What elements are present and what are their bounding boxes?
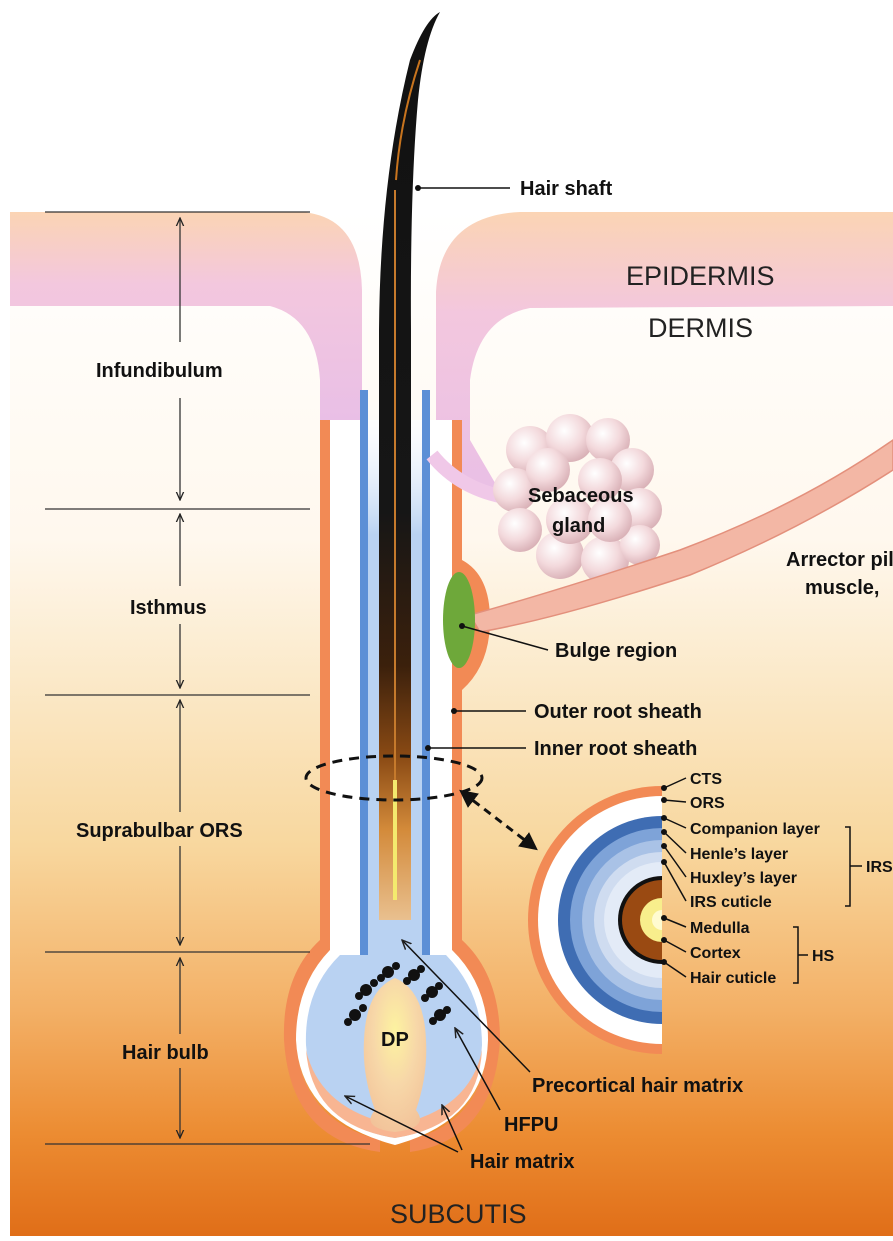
label-dermis: DERMIS (648, 313, 753, 343)
label-irs: Inner root sheath (534, 738, 697, 760)
label-precortical: Precortical hair matrix (532, 1075, 743, 1097)
label-bulge: Bulge region (555, 640, 677, 662)
label-epidermis: EPIDERMIS (626, 261, 775, 291)
label-subcutis: SUBCUTIS (390, 1199, 527, 1229)
label-cs-medulla: Medulla (690, 920, 750, 937)
label-cs-group-irs: IRS (866, 859, 893, 876)
label-sebaceous-2: gland (552, 515, 605, 537)
label-cs-henle: Henle’s layer (690, 846, 788, 863)
label-cs-companion: Companion layer (690, 821, 820, 838)
label-hair-bulb: Hair bulb (122, 1042, 209, 1064)
label-sebaceous-1: Sebaceous (528, 485, 634, 507)
label-dp: DP (381, 1029, 409, 1051)
label-hfpu: HFPU (504, 1114, 558, 1136)
label-ors: Outer root sheath (534, 701, 702, 723)
label-cs-group-hs: HS (812, 948, 835, 965)
label-arrector-1: Arrector pili (786, 549, 893, 571)
label-hair-shaft: Hair shaft (520, 178, 613, 200)
label-infundibulum: Infundibulum (96, 360, 223, 382)
label-suprabulbar: Suprabulbar ORS (76, 820, 243, 842)
label-cs-cortex: Cortex (690, 945, 741, 962)
label-hair-matrix: Hair matrix (470, 1151, 575, 1173)
label-cs-cts: CTS (690, 771, 722, 788)
label-cs-hair-cuticle: Hair cuticle (690, 970, 776, 987)
label-cs-irs-cuticle: IRS cuticle (690, 894, 772, 911)
label-isthmus: Isthmus (130, 597, 207, 619)
bulge-region-shape (443, 572, 475, 668)
label-cs-huxley: Huxley’s layer (690, 870, 797, 887)
label-arrector-2: muscle, (805, 577, 879, 599)
label-cs-ors: ORS (690, 795, 725, 812)
